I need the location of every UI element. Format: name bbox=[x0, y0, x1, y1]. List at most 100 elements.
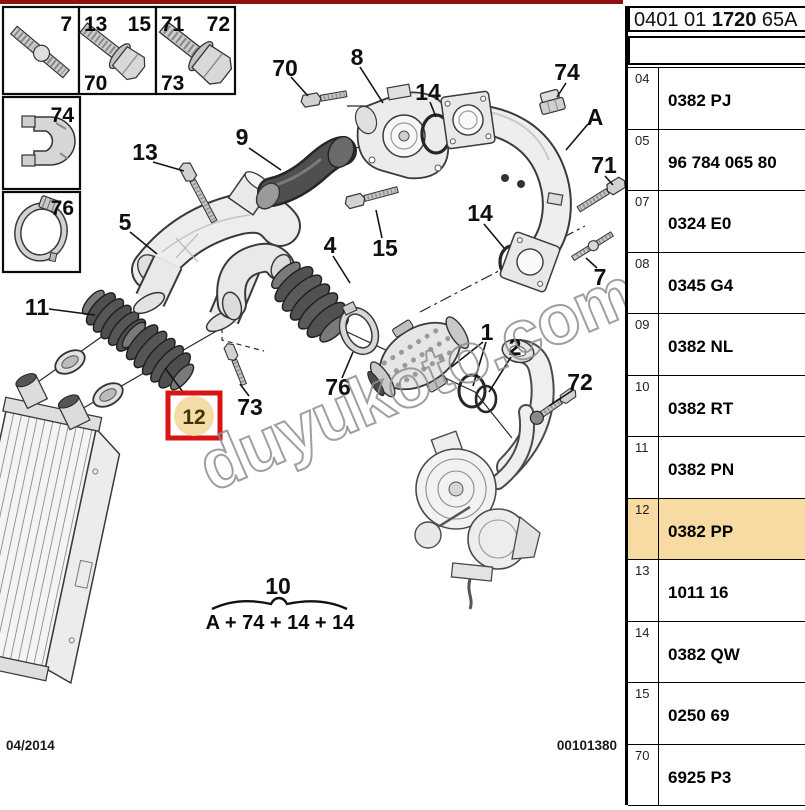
callout-1: 1 bbox=[481, 319, 494, 345]
callout-labels: 70 8 14 74 A 71 9 13 5 4 15 14 7 11 12 7… bbox=[25, 44, 617, 429]
catalog-code-suffix: 65A bbox=[761, 9, 798, 31]
flange-bolt-icon bbox=[158, 20, 233, 85]
clamp-76-drawing bbox=[338, 301, 380, 356]
clamp-74-drawing bbox=[539, 88, 566, 115]
part-ref: 14 bbox=[628, 621, 659, 682]
legend-label-71: 71 bbox=[161, 13, 185, 36]
assembly-group-brace bbox=[211, 596, 348, 611]
catalog-code-bold: 1720 bbox=[711, 9, 757, 31]
part-ref: 04 bbox=[628, 68, 659, 129]
part-ref: 08 bbox=[628, 252, 659, 313]
legend-label-76: 76 bbox=[51, 197, 74, 220]
part-row-14[interactable]: 14 0382 QW bbox=[628, 621, 805, 683]
part-ref: 09 bbox=[628, 314, 659, 375]
callout-15: 15 bbox=[372, 235, 398, 261]
oring-1-drawing bbox=[457, 373, 487, 409]
legend-label-7: 7 bbox=[60, 13, 72, 36]
part-number: 0382 PN bbox=[668, 460, 735, 479]
part-number: 0250 69 bbox=[668, 706, 730, 725]
hose-4-drawing bbox=[271, 261, 349, 343]
fastener-legend: 7 13 15 70 71 72 73 74 76 bbox=[1, 5, 237, 274]
legend-label-70: 70 bbox=[84, 72, 107, 95]
part-number: 0382 PJ bbox=[668, 91, 732, 110]
hose-clamp-icon bbox=[14, 195, 68, 263]
exploded-diagram: 7 13 15 70 71 72 73 74 76 bbox=[0, 0, 648, 753]
legend-label-72: 72 bbox=[207, 13, 230, 36]
stud-bolt-icon bbox=[9, 25, 71, 79]
part-number: 0382 RT bbox=[668, 398, 734, 418]
intercooler-drawing bbox=[0, 349, 124, 685]
panel-empty-header-cell bbox=[628, 36, 805, 65]
part-row-13[interactable]: 13 1011 16 bbox=[628, 560, 805, 622]
parts-table: 04 0382 PJ 05 96 784 065 80 07 0324 E0 0… bbox=[628, 67, 805, 806]
hose-9-drawing bbox=[255, 135, 357, 210]
part-row-70[interactable]: 70 6925 P3 bbox=[628, 744, 805, 806]
panel-left-border bbox=[625, 6, 628, 805]
callout-A: A bbox=[587, 104, 604, 130]
footer-doc-number: 00101380 bbox=[557, 738, 617, 753]
part-ref: 11 bbox=[628, 437, 659, 498]
assembly-group-note: 10 A + 74 + 14 + 14 bbox=[206, 573, 356, 634]
part-row-10[interactable]: 10 0382 RT bbox=[628, 375, 805, 437]
throttle-body-8-drawing bbox=[354, 83, 451, 180]
legend-label-74: 74 bbox=[51, 104, 75, 127]
part-row-04[interactable]: 04 0382 PJ bbox=[628, 68, 805, 130]
resonator-drawing bbox=[367, 316, 470, 398]
part-ref: 07 bbox=[628, 191, 659, 252]
part-ref: 10 bbox=[628, 375, 659, 436]
part-number: 0324 E0 bbox=[668, 214, 732, 233]
catalog-code-header: 0401 01 1720 65A bbox=[628, 6, 805, 32]
hose-12-drawing bbox=[121, 321, 195, 391]
part-number: 0382 NL bbox=[668, 337, 734, 356]
part-number: 0382 PP bbox=[668, 521, 734, 541]
callout-73: 73 bbox=[237, 394, 263, 420]
callout-leader-lines bbox=[48, 66, 614, 407]
part-ref: 15 bbox=[628, 683, 659, 744]
turbocharger-drawing bbox=[414, 338, 555, 610]
callout-14-upper: 14 bbox=[415, 79, 441, 105]
part-ref: 05 bbox=[628, 129, 659, 190]
part-row-15[interactable]: 15 0250 69 bbox=[628, 683, 805, 745]
callout-7: 7 bbox=[594, 264, 607, 290]
part-row-08[interactable]: 08 0345 G4 bbox=[628, 252, 805, 314]
callout-76: 76 bbox=[325, 374, 351, 400]
callout-9: 9 bbox=[236, 124, 249, 150]
callout-13: 13 bbox=[132, 139, 158, 165]
callout-2: 2 bbox=[509, 334, 522, 360]
callout-4: 4 bbox=[324, 232, 337, 258]
part-row-05[interactable]: 05 96 784 065 80 bbox=[628, 129, 805, 191]
part-number: 96 784 065 80 bbox=[668, 152, 777, 172]
callout-72: 72 bbox=[567, 369, 593, 395]
part-ref: 70 bbox=[628, 744, 659, 805]
part-row-11[interactable]: 11 0382 PN bbox=[628, 437, 805, 499]
bolts-drawing bbox=[178, 90, 626, 425]
callout-74: 74 bbox=[554, 59, 580, 85]
pipe-5-drawing bbox=[131, 171, 301, 333]
assembly-group-label: 10 bbox=[265, 573, 291, 599]
part-number: 0345 G4 bbox=[668, 275, 734, 295]
pipe-clamp-icon bbox=[21, 115, 76, 167]
tube-A-drawing bbox=[440, 88, 572, 293]
part-ref: 12 bbox=[628, 498, 659, 559]
oring-2-drawing bbox=[474, 384, 498, 414]
part-number: 6925 P3 bbox=[668, 767, 732, 787]
part-row-09[interactable]: 09 0382 NL bbox=[628, 314, 805, 376]
part-row-12-selected[interactable]: 12 0382 PP bbox=[628, 498, 805, 560]
selected-part-marker bbox=[165, 390, 223, 441]
legend-label-13: 13 bbox=[84, 13, 107, 36]
part-row-07[interactable]: 07 0324 E0 bbox=[628, 191, 805, 253]
parts-panel: 0401 01 1720 65A 04 0382 PJ 05 96 784 06… bbox=[625, 0, 805, 806]
diagram-canvas: 7 13 15 70 71 72 73 74 76 bbox=[0, 0, 648, 753]
callout-14-lower: 14 bbox=[467, 200, 493, 226]
callout-71: 71 bbox=[591, 152, 617, 178]
flange-bolt-icon bbox=[79, 22, 146, 81]
top-red-rule bbox=[0, 0, 623, 4]
callout-12-selected: 12 bbox=[182, 406, 205, 429]
callout-70: 70 bbox=[272, 55, 298, 81]
part-ref: 13 bbox=[628, 560, 659, 621]
callout-8: 8 bbox=[351, 44, 364, 70]
callout-11: 11 bbox=[25, 294, 50, 320]
legend-label-73: 73 bbox=[161, 72, 184, 95]
callout-5: 5 bbox=[119, 209, 132, 235]
